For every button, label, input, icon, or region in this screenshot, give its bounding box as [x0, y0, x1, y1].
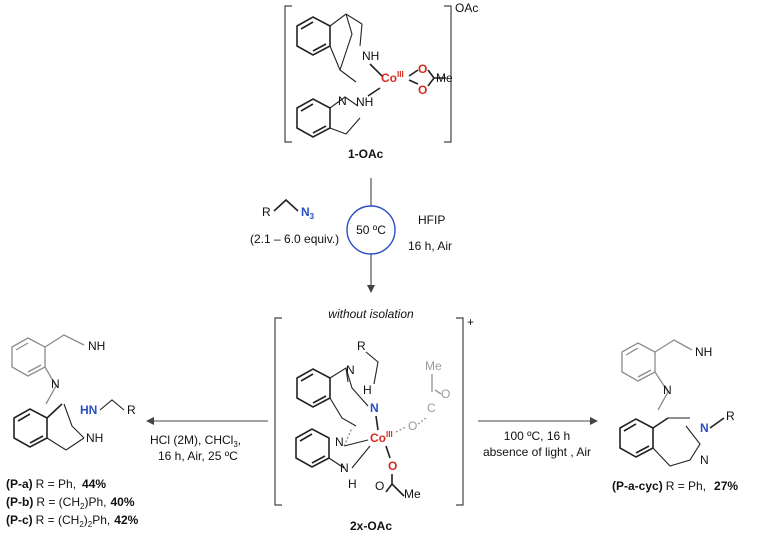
- int-ac-bottom-me: Me: [404, 487, 421, 501]
- int-r-label: R: [357, 339, 366, 353]
- int-label: 2x-OAc: [350, 519, 392, 533]
- complex-label-1oac: 1-OAc: [348, 147, 384, 161]
- product-left: NH N HN R NH (P-a)R = Ph,44% (P-b)R = (C…: [6, 334, 139, 529]
- pr-py-n: N: [663, 383, 672, 397]
- pr-lower-ring: [619, 418, 654, 458]
- int-ac-top-o: O: [441, 387, 450, 401]
- pl-r: R: [127, 403, 136, 417]
- counterion-label: OAc: [455, 1, 478, 15]
- int-h-top: H: [363, 383, 372, 397]
- int-lower-ring: [295, 428, 330, 468]
- pr-entry: (P-a-cyc)R = Ph,27%: [612, 479, 738, 493]
- right-cond-line2: absence of light , Air: [483, 445, 591, 459]
- int-nh-n: N: [340, 461, 349, 475]
- pyridine-n-label: N: [338, 94, 347, 108]
- pl-py-n: N: [51, 377, 60, 391]
- int-ac-bottom-o2: O: [375, 479, 384, 493]
- cobalt-center: CoIII: [381, 70, 404, 85]
- int-nh-h: H: [348, 477, 357, 491]
- product-right: NH N N R N (P-a-cyc)R = Ph,27%: [612, 339, 738, 493]
- right-cond-line1: 100 ºC, 16 h: [504, 429, 570, 443]
- bracket-right-2: [456, 317, 464, 506]
- pr-n-amine: N: [700, 453, 709, 467]
- left-cond-line2: 16 h, Air, 25 ºC: [158, 449, 238, 463]
- acetate-me-label: Me: [436, 71, 453, 85]
- int-ac-bottom-o: O: [388, 459, 397, 473]
- int-ac-top-o2: O: [408, 419, 417, 433]
- pr-n-imine: N: [700, 421, 709, 435]
- charge-label: +: [467, 315, 474, 329]
- pr-upper-ring: [621, 342, 656, 382]
- pl-nh-top: NH: [88, 339, 105, 353]
- complex-1-oac: OAc NH CoIII O O Me N NH 1-OAc: [284, 1, 478, 161]
- pl-hn: HN: [80, 403, 97, 417]
- int-py-n: N: [335, 435, 344, 449]
- pl-entry-b: (P-b)R = (CH2)Ph,40%: [6, 495, 135, 511]
- bracket-right: [444, 5, 452, 143]
- bracket-left: [284, 5, 292, 143]
- int-upper-ring: [296, 368, 331, 408]
- pl-entry-a: (P-a)R = Ph,44%: [6, 477, 106, 491]
- int-cobalt: CoIII: [370, 430, 393, 445]
- int-n-amido: N: [370, 401, 379, 415]
- int-ac-top-c: C: [427, 401, 436, 415]
- pl-nh-bottom: NH: [86, 431, 103, 445]
- acetate-o2-label: O: [418, 83, 427, 97]
- pl-entry-c: (P-c)R = (CH2)2Ph,42%: [6, 513, 139, 529]
- acetate-o1-label: O: [418, 62, 427, 76]
- pr-r: R: [726, 409, 735, 423]
- upper-benzo-ring: [296, 16, 331, 56]
- intermediate-2x-oac: + without isolation R N H N CoIII Me O C…: [274, 307, 474, 533]
- solvent-label: HFIP: [418, 213, 445, 227]
- int-n-top: N: [346, 363, 355, 377]
- step1-conditions: 16 h, Air: [408, 239, 452, 253]
- lower-pyridine-ring: [296, 98, 331, 138]
- step-left: HCl (2M), CHCl3, 16 h, Air, 25 ºC: [146, 417, 268, 463]
- int-ac-top-me: Me: [425, 359, 442, 373]
- without-isolation-label: without isolation: [328, 307, 414, 321]
- pl-upper-ring: [11, 337, 46, 377]
- step-1: 50 ºC R N3 (2.1 – 6.0 equiv.) HFIP 16 h,…: [250, 178, 452, 293]
- nh-top-label: NH: [362, 49, 379, 63]
- pl-lower-ring: [13, 408, 48, 448]
- temperature-label: 50 ºC: [356, 223, 386, 237]
- temperature-circle: [346, 205, 396, 255]
- left-cond-line1: HCl (2M), CHCl3,: [150, 433, 241, 449]
- step-right: 100 ºC, 16 h absence of light , Air: [478, 417, 598, 459]
- azide-r-label: R: [262, 205, 271, 219]
- bracket-left-2: [274, 317, 282, 506]
- azide-n3-label: N3: [301, 205, 315, 221]
- pr-nh: NH: [695, 345, 712, 359]
- nh-bottom-label: NH: [356, 95, 373, 109]
- azide-equiv-label: (2.1 – 6.0 equiv.): [250, 232, 339, 246]
